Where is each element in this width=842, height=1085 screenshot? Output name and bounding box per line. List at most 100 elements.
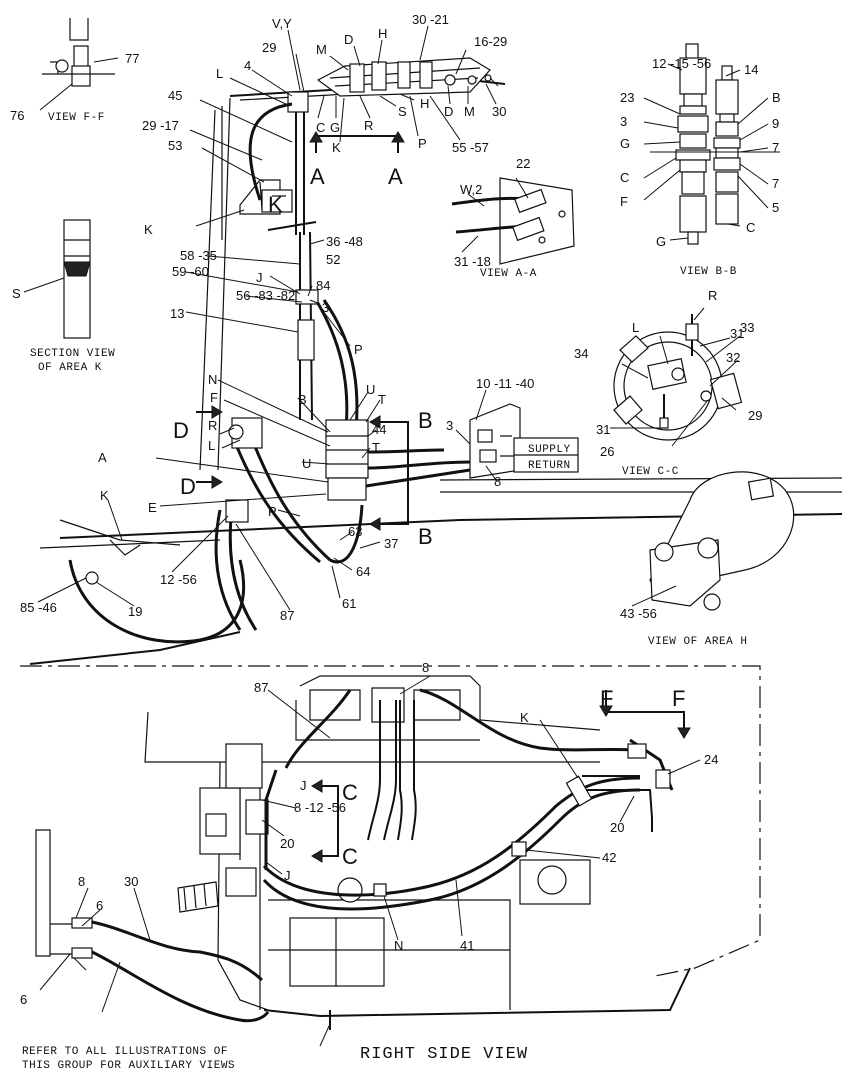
callout-32: C — [620, 170, 629, 185]
callout-8a: K — [100, 488, 109, 503]
callout-37: 61 — [342, 596, 356, 611]
callout-e1: 63 — [348, 524, 362, 539]
callout-j3: 6 — [96, 898, 103, 913]
section-f-right: F — [672, 686, 685, 711]
callout-s2: M — [464, 104, 475, 119]
section-d-bottom: D — [180, 474, 196, 499]
callout-4: 4 — [244, 58, 251, 73]
callout-20b: 8 — [78, 874, 85, 889]
callout-61: 43 -56 — [620, 606, 657, 621]
callout-76: 76 — [10, 108, 24, 123]
callout-b2: 44 — [372, 422, 386, 437]
callout-43-56: 19 — [128, 604, 142, 619]
callout-f2: B — [298, 392, 307, 407]
view-bb-caption: VIEW B-B — [680, 266, 737, 278]
callout-l2: T — [378, 392, 386, 407]
callout-h1: H — [378, 26, 387, 41]
callout-42: 30 — [124, 874, 138, 889]
callout-f1: 56 -83 -82 — [236, 288, 295, 303]
callout-9: S — [12, 286, 21, 301]
callout-64: 85 -46 — [20, 600, 57, 615]
callout-16-29: 16-29 — [474, 34, 507, 49]
callout-44: 10 -11 -40 — [476, 376, 534, 391]
callout-c2: 84 — [316, 278, 330, 293]
callout-k2: J — [300, 778, 307, 793]
callout-c3: 31 -18 — [454, 254, 491, 269]
callout-k-bb: G — [656, 234, 666, 249]
callout-20a: 20 — [280, 836, 294, 851]
view-b-b: 12 -15 -56 14 23 3 G C F B 9 7 7 5 G C V… — [620, 43, 781, 278]
upper-frame-assembly — [199, 57, 506, 471]
callout-l1: L — [216, 66, 223, 81]
callout-29-17: 29 -17 — [142, 118, 179, 133]
section-c-top: C — [342, 780, 358, 805]
callout-v-y: V,Y — [272, 16, 292, 31]
callout-c1: C — [316, 120, 325, 135]
callout-b1: 3 — [322, 300, 329, 315]
callout-30a: K — [332, 140, 341, 155]
callout-r2: U — [366, 382, 375, 397]
callout-labels — [37, 25, 499, 611]
footnote-line-1: REFER TO ALL ILLUSTRATIONS OF — [22, 1046, 228, 1058]
callout-g2: J — [256, 270, 263, 285]
callout-3c: E — [148, 500, 157, 515]
callout-12-15-56: 36 -48 — [326, 234, 363, 249]
supply-tag: SUPPLY — [528, 444, 571, 456]
callout-m1: M — [316, 42, 327, 57]
callout-26: 9 — [772, 116, 779, 131]
callout-30-21: 30 -21 — [412, 12, 449, 27]
callout-g1: G — [330, 120, 340, 135]
callout-31a: 23 — [620, 90, 634, 105]
callout-23: 52 — [326, 252, 340, 267]
callout-p2: 64 — [356, 564, 370, 579]
callout-m2: 30 — [492, 104, 506, 119]
callout-k-cc: R — [708, 288, 717, 303]
section-c-bottom: C — [342, 844, 358, 869]
callout-5: 22 — [516, 156, 530, 171]
callout-77: 77 — [125, 51, 139, 66]
callout-7a: 13 — [170, 306, 184, 321]
callout-t1: T — [372, 440, 380, 455]
callout-29b: B — [772, 90, 781, 105]
callout-45: 45 — [168, 88, 182, 103]
callout-u2: 3 — [446, 418, 453, 433]
view-a-a: 22 W,2 31 -18 VIEW A-A — [451, 156, 575, 280]
view-ff-caption: VIEW F-F — [48, 112, 105, 124]
callout-k1: 37 — [384, 536, 398, 551]
callout-29a: 29 — [262, 40, 276, 55]
callout-6a: 41 — [460, 938, 474, 953]
callout-84: 29 — [748, 408, 762, 423]
callout-a1: P — [268, 504, 277, 519]
section-k-caption-2: OF AREA K — [38, 362, 102, 374]
callout-8c: N — [394, 938, 403, 953]
section-a-left: A — [310, 164, 325, 189]
view-c-c: L R 31 34 33 32 31 29 26 VIEW C-C — [574, 288, 762, 478]
callout-d2: D — [444, 104, 453, 119]
view-area-h-caption: VIEW OF AREA H — [648, 636, 747, 648]
callout-t2: 8 — [494, 474, 501, 489]
section-a-right: A — [388, 164, 403, 189]
section-k-caption-1: SECTION VIEW — [30, 348, 115, 360]
view-area-h: 43 -56 VIEW OF AREA H — [620, 471, 795, 648]
callout-24: 8 -12 -56 — [294, 800, 346, 815]
callout-63: 12 -56 — [160, 572, 197, 587]
section-view-area-k: S SECTION VIEW OF AREA K — [12, 219, 115, 374]
view-cc-caption: VIEW C-C — [622, 466, 679, 478]
callout-3a: 59 -60 — [172, 264, 209, 279]
callout-w2: 55 -57 — [452, 140, 489, 155]
callout-h2: H — [420, 96, 429, 111]
callout-n1: L — [208, 438, 215, 453]
callout-3b: N — [208, 372, 217, 387]
callout-29c: 5 — [772, 200, 779, 215]
view-f-f: 77 76 VIEW F-F — [10, 18, 139, 124]
callout-53: 53 — [168, 138, 182, 153]
callout-31-18: K — [144, 222, 153, 237]
right-side-view-caption: RIGHT SIDE VIEW — [360, 1045, 528, 1064]
callout-7b: P — [354, 342, 363, 357]
callout-u1: U — [302, 456, 311, 471]
callout-r-bb: 14 — [744, 62, 758, 77]
callout-g3: W,2 — [460, 182, 482, 197]
callout-22: P — [418, 136, 427, 151]
view-aa-caption: VIEW A-A — [480, 268, 537, 280]
footnote-line-2: THIS GROUP FOR AUXILIARY VIEWS — [22, 1060, 235, 1072]
